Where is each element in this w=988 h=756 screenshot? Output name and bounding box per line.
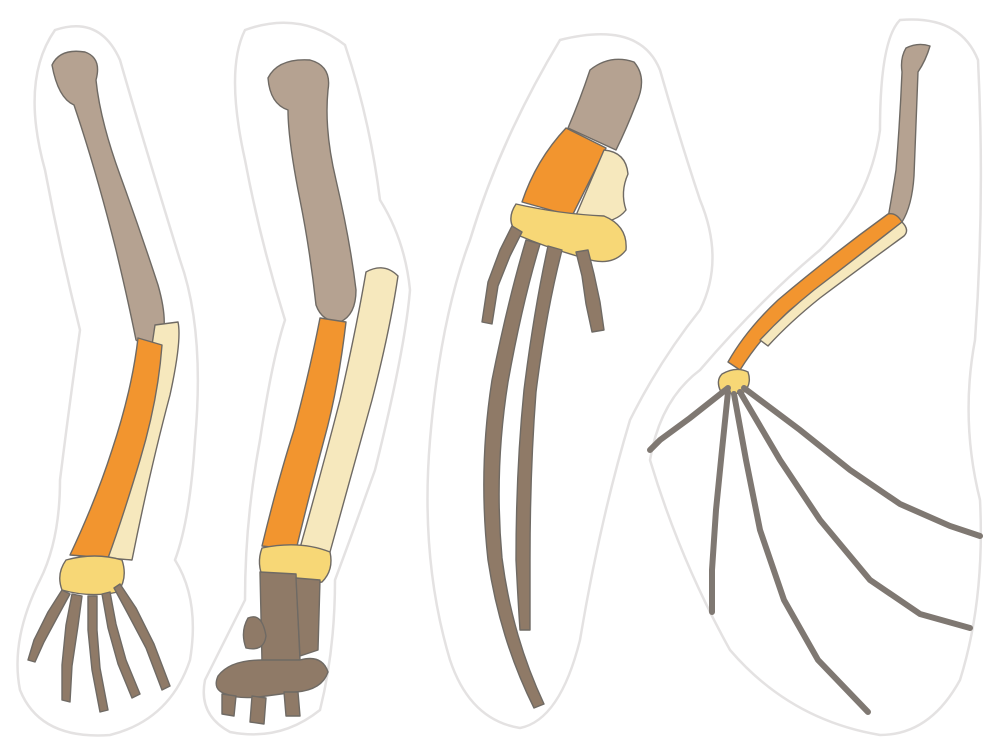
limb-panel-2 bbox=[204, 23, 410, 735]
digit-2-6 bbox=[250, 696, 266, 724]
digit-2-7 bbox=[284, 692, 300, 716]
limb-panel-1 bbox=[18, 26, 198, 735]
limb-panel-3 bbox=[428, 34, 713, 728]
limb-panel-4 bbox=[650, 20, 981, 736]
digit-2-2 bbox=[296, 578, 320, 656]
limb-outline-4 bbox=[650, 20, 981, 736]
digit-2-1 bbox=[260, 572, 300, 662]
digit-2-5 bbox=[222, 694, 236, 716]
